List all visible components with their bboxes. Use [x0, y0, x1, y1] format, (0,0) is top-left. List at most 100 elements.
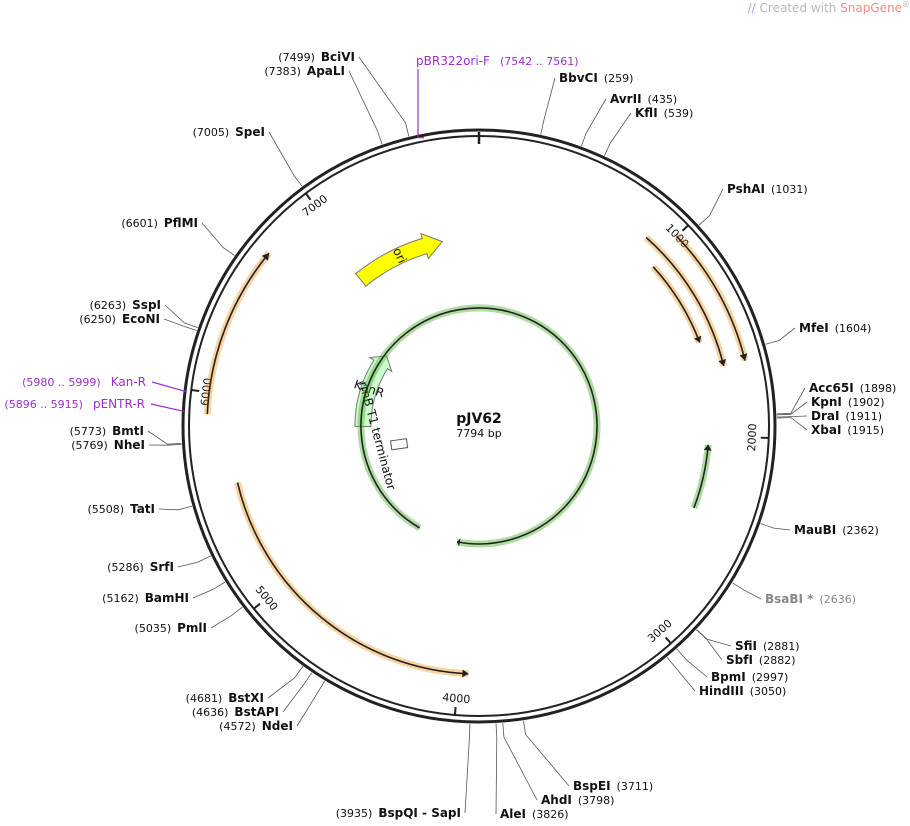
- site-position: (5508): [87, 503, 124, 516]
- site-name: KpnI: [811, 395, 842, 409]
- site-maubi[interactable]: MauBI(2362): [794, 523, 879, 537]
- primer-pentr-r[interactable]: pENTR-R(5896 .. 5915): [4, 397, 186, 413]
- site-nhei[interactable]: NheI(5769): [71, 438, 145, 452]
- site-drai[interactable]: DraI(1911): [811, 409, 882, 423]
- site-position: (4572): [219, 720, 256, 733]
- site-spei[interactable]: SpeI(7005): [193, 125, 265, 139]
- site-acc65i[interactable]: Acc65I(1898): [809, 381, 896, 395]
- site-name: Acc65I: [809, 381, 854, 395]
- site-avrii[interactable]: AvrII(435): [610, 92, 677, 106]
- site-leader-line: [296, 680, 326, 727]
- site-name: XbaI: [811, 423, 841, 437]
- site-bamhi[interactable]: BamHI(5162): [102, 591, 189, 605]
- site-leader-line: [760, 523, 791, 531]
- watermark-prefix: Created with: [759, 1, 841, 15]
- site-kfli[interactable]: KflI(539): [635, 106, 693, 120]
- orf-arrowhead: [693, 335, 702, 343]
- site-name: PshAI: [727, 182, 765, 196]
- tick-mark: [304, 192, 312, 201]
- orf-arrowhead: [261, 253, 270, 261]
- site-position: (2636): [819, 593, 856, 606]
- site-name: KflI: [635, 106, 658, 120]
- site-hindiii[interactable]: HindIII(3050): [699, 684, 786, 698]
- tick-mark: [453, 706, 457, 716]
- plasmid-length: 7794 bp: [456, 427, 501, 440]
- site-leader-line: [666, 656, 696, 692]
- site-alei[interactable]: AleI(3826): [500, 807, 569, 821]
- site-ndei[interactable]: NdeI (4572): [219, 719, 293, 733]
- site-srfi[interactable]: SrfI(5286): [107, 560, 174, 574]
- site-name: BmtI: [112, 424, 144, 438]
- site-position: (1911): [845, 410, 882, 423]
- site-econi[interactable]: EcoNI(6250): [79, 312, 160, 326]
- site-name: SfiI: [735, 639, 757, 653]
- tick-label: 7000: [300, 192, 330, 219]
- site-bspqi-sapi[interactable]: BspQI - SapI(3935): [336, 806, 461, 820]
- primer-position: (7542 .. 7561): [500, 55, 579, 68]
- site-ahdi[interactable]: AhdI (3798): [541, 793, 614, 807]
- plasmid-backbone: [181, 128, 777, 724]
- site-leader-line: [163, 318, 197, 331]
- site-name: TatI: [130, 502, 155, 516]
- site-name: SbfI: [726, 653, 753, 667]
- site-mfei[interactable]: MfeI(1604): [799, 321, 871, 335]
- site-leader-line: [164, 304, 198, 328]
- site-name: BbvCI: [559, 71, 598, 85]
- site-bpmi[interactable]: BpmI (2997): [711, 670, 788, 684]
- site-pmli[interactable]: PmlI(5035): [135, 621, 207, 635]
- orf-arrow: [645, 236, 725, 367]
- orf-arrow: [206, 252, 270, 415]
- site-kpni[interactable]: KpnI(1902): [811, 395, 884, 409]
- site-leader-line: [158, 505, 193, 511]
- primer-layer: pBR322ori-F (7542 .. 7561) Kan-R(5980 .. 5…: [4, 54, 579, 413]
- site-position: (4636): [192, 706, 229, 719]
- feature-terminator: [389, 438, 409, 451]
- orf-arrowhead: [462, 669, 469, 678]
- site-name: MauBI: [794, 523, 836, 537]
- site-name: AleI: [500, 807, 526, 821]
- site-bmti[interactable]: BmtI(5773): [70, 424, 144, 438]
- site-sbfi[interactable]: SbfI(2882): [726, 653, 796, 667]
- plasmid-name: pJV62: [456, 411, 502, 427]
- site-leader-line: [776, 401, 808, 416]
- primer-kan-r[interactable]: Kan-R(5980 .. 5999): [22, 375, 188, 393]
- site-sfii[interactable]: SfiI(2881): [735, 639, 800, 653]
- tick-mark: [253, 602, 261, 610]
- feature-label: ori: [390, 246, 409, 266]
- site-name: BpmI: [711, 670, 746, 684]
- primer-pbr322ori-f[interactable]: pBR322ori-F (7542 .. 7561): [416, 54, 579, 139]
- site-bstapi[interactable]: BstAPI(4636): [192, 705, 279, 719]
- orf-arrowhead: [703, 444, 712, 451]
- site-bstxi[interactable]: BstXI(4681): [186, 691, 264, 705]
- site-bspei[interactable]: BspEI(3711): [573, 779, 653, 793]
- primer-position: (5980 .. 5999): [22, 376, 101, 389]
- site-bsabi[interactable]: BsaBI *(2636): [765, 592, 856, 606]
- site-name: NdeI: [262, 719, 293, 733]
- snapgene-logo-icon: ∕∕: [747, 1, 756, 15]
- site-sspi[interactable]: SspI(6263): [90, 298, 161, 312]
- tick-mark: [681, 224, 689, 232]
- orf-arrowhead: [718, 358, 727, 366]
- site-position: (2997): [752, 671, 789, 684]
- site-apali[interactable]: ApaLI(7383): [264, 64, 345, 78]
- site-leader-line: [523, 720, 570, 787]
- site-position: (5769): [71, 439, 108, 452]
- orf-glow: [650, 264, 703, 344]
- site-leader-line: [696, 629, 723, 661]
- site-layer: BciVI(7499)ApaLI(7383) SpeI(7005) PflMI(66…: [70, 50, 897, 821]
- site-leader-line: [732, 582, 762, 600]
- site-name: ApaLI: [307, 64, 345, 78]
- primer-name: pBR322ori-F: [416, 54, 490, 68]
- site-pshai[interactable]: PshAI(1031): [727, 182, 808, 196]
- orf-glow: [674, 233, 749, 362]
- site-name: AhdI: [541, 793, 572, 807]
- site-name: BciVI: [321, 50, 355, 64]
- site-pflmi[interactable]: PflMI(6601): [121, 216, 198, 230]
- site-bcivi[interactable]: BciVI(7499): [278, 50, 355, 64]
- site-xbai[interactable]: XbaI(1915): [811, 423, 884, 437]
- site-bbvci[interactable]: BbvCI(259): [559, 71, 633, 85]
- site-tati[interactable]: TatI (5508): [87, 502, 155, 516]
- site-position: (3798): [578, 794, 615, 807]
- site-name: BamHI: [145, 591, 189, 605]
- tick-mark: [191, 388, 200, 392]
